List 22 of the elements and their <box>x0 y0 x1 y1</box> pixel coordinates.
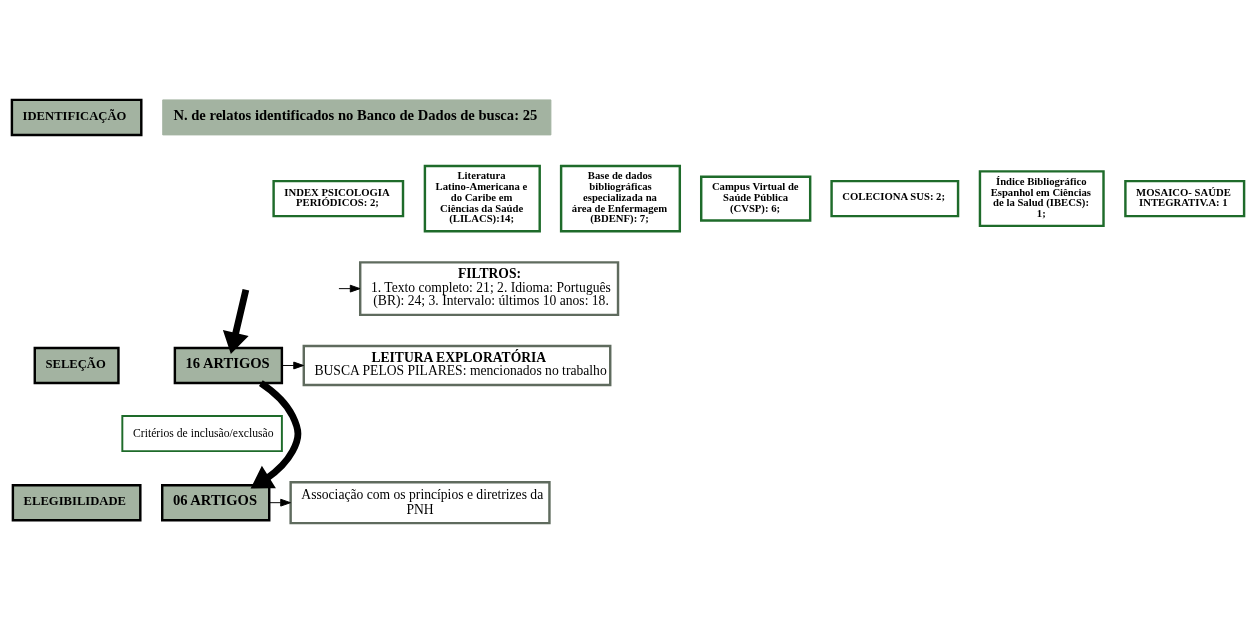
node-box: Campus Virtual de Saúde Pública (CVSP): 6; <box>700 175 812 222</box>
node-box: Índice Bibliográfico Espanhol em Ciências de la Salud (IBECS): 1; <box>978 170 1105 228</box>
arrow <box>269 498 291 507</box>
arrow <box>281 361 304 370</box>
node-box: LEITURA EXPLORATÓRIA BUSCA PELOS PILARES: mencionados no trabalho <box>302 344 612 387</box>
node-box: ELEGIBILIDADE <box>11 483 142 522</box>
node-box: IDENTIFICAÇÃO <box>10 98 143 137</box>
node-box: MOSAICO- SAÚDE INTEGRATIV.A: 1 <box>1124 179 1246 218</box>
arrow <box>250 380 302 489</box>
node-box: Literatura Latino-Americana e do Caribe em Ciências da Saúde (LILACS):14; <box>423 164 541 233</box>
node-box: Base de dados bibliográficas especializada na área de Enfermagem (BDENF): 7; <box>559 164 682 233</box>
node-box: 06 ARTIGOS <box>161 483 271 522</box>
node-box: N. de relatos identificados no Banco de Dados de busca: 25 <box>162 99 552 136</box>
node-box: 16 ARTIGOS <box>173 346 284 385</box>
node-box: INDEX PSICOLOGIA PERIÓDICOS: 2; <box>272 179 405 218</box>
node-box: FILTROS: 1. Texto completo: 21; 2. Idioma: Português (BR): 24; 3. Intervalo: últimos 10 anos: 18. <box>359 261 620 317</box>
node-box: Associação com os princípios e diretrizes da PNH <box>289 481 551 525</box>
arrow <box>338 284 361 293</box>
node-box: COLECIONA SUS: 2; <box>830 179 960 218</box>
node-box: Critérios de inclusão/exclusão <box>121 415 283 453</box>
node-box: SELEÇÃO <box>33 346 120 385</box>
arrow <box>222 288 250 354</box>
